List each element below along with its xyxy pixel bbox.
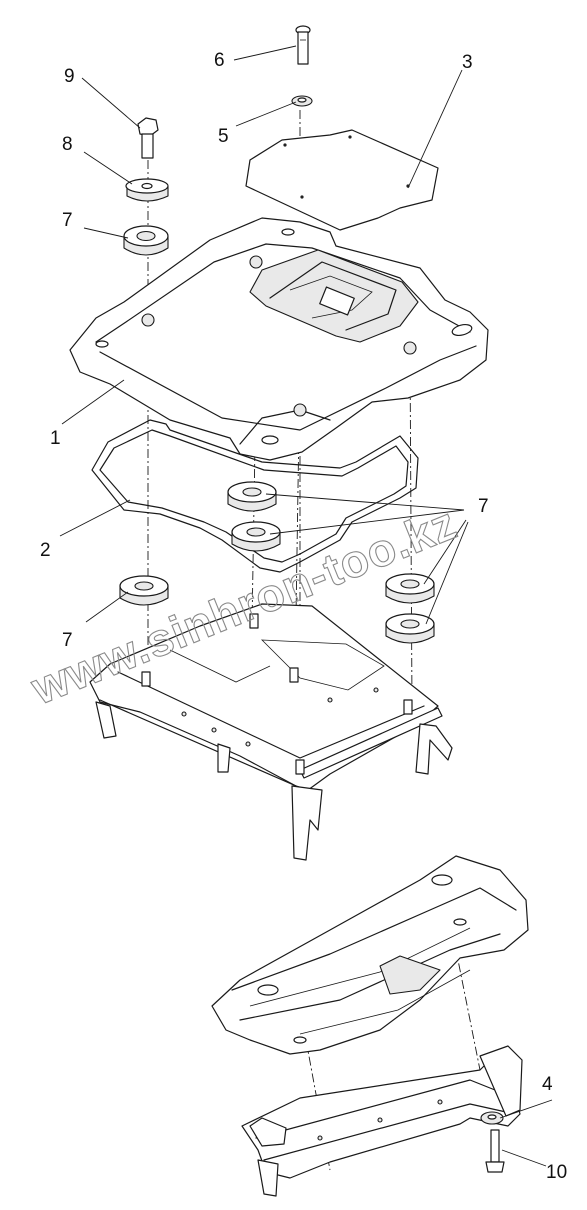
leader-lines <box>59 45 553 1167</box>
callout-1: 1 <box>50 428 61 449</box>
part-7-bush-right-upper <box>385 573 435 604</box>
callout-10: 10 <box>546 1162 567 1183</box>
callout-7-right: 7 <box>478 496 489 517</box>
callout-5: 5 <box>218 126 229 147</box>
callout-7-top: 7 <box>62 210 73 231</box>
part-7-bush-middle-upper <box>227 481 277 512</box>
part-4-washer <box>480 1111 504 1125</box>
part-7-bush-top <box>123 225 169 256</box>
part-1-seat-housing <box>69 217 489 461</box>
part-2-gasket <box>91 419 419 573</box>
part-7-bush-middle-lower <box>231 521 281 552</box>
callout-9: 9 <box>64 66 75 87</box>
callout-3: 3 <box>462 52 473 73</box>
callout-6: 6 <box>214 50 225 71</box>
part-7-bush-left-lower <box>119 575 169 606</box>
callout-2: 2 <box>40 540 51 561</box>
floor-panel <box>211 855 529 1055</box>
part-5-washer <box>291 95 313 107</box>
part-9-hex-bolt <box>137 117 159 159</box>
part-6-bolt <box>295 25 311 65</box>
callout-7-left: 7 <box>62 630 73 651</box>
part-8-washer <box>125 178 169 202</box>
callout-4: 4 <box>542 1074 553 1095</box>
suspension-frame <box>89 603 453 861</box>
callout-8: 8 <box>62 134 73 155</box>
part-10-bolt <box>485 1129 505 1173</box>
part-7-bush-right-lower <box>385 613 435 644</box>
part-3-cover-plate <box>245 129 439 231</box>
